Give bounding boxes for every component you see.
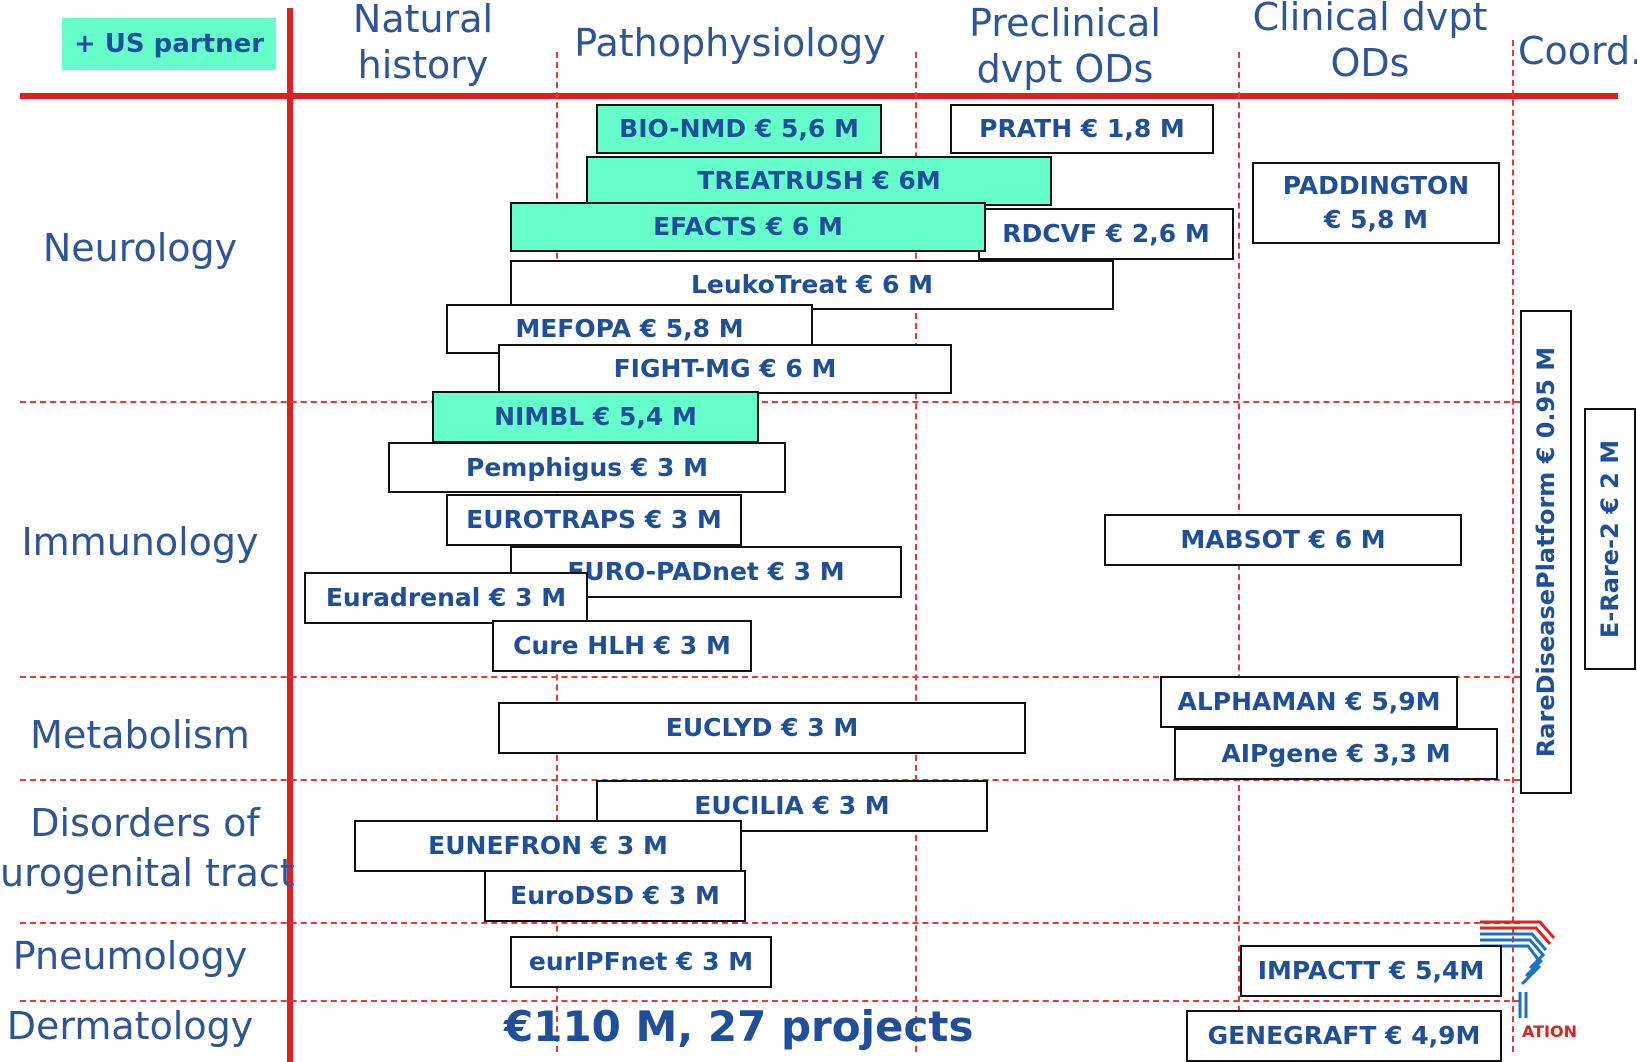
- row-divider: [20, 401, 1520, 403]
- header-natural-history-line2: history: [357, 43, 489, 87]
- project-bio-nmd: BIO-NMD € 5,6 M: [596, 104, 882, 154]
- category-neurology: Neurology: [42, 226, 238, 270]
- project-cure-hlh: Cure HLH € 3 M: [492, 620, 752, 672]
- project-rarediseaseplatform-label: RareDiseasePlatform € 0.95 M: [1532, 346, 1560, 758]
- project-treatrush: TREATRUSH € 6M: [586, 156, 1052, 206]
- category-urogenital-line2: urogenital tract: [0, 851, 295, 895]
- column-divider: [915, 52, 917, 1052]
- project-euradrenal: Euradrenal € 3 M: [304, 572, 588, 624]
- category-dermatology: Dermatology: [6, 1004, 254, 1048]
- category-pneumology: Pneumology: [12, 934, 248, 978]
- header-clinical: Clinical dvpt ODs: [1245, 0, 1495, 86]
- project-euripfnet: eurIPFnet € 3 M: [510, 936, 772, 988]
- project-prath: PRATH € 1,8 M: [950, 104, 1214, 154]
- row-divider: [20, 922, 1520, 924]
- category-immunology: Immunology: [21, 520, 259, 564]
- header-natural-history-line1: Natural: [352, 0, 494, 41]
- project-nimbl: NIMBL € 5,4 M: [432, 391, 759, 443]
- header-coord: Coord.: [1518, 29, 1637, 73]
- header-preclinical-line2: dvpt ODs: [976, 47, 1154, 91]
- category-urogenital: Disorders of urogenital tract: [0, 798, 295, 898]
- project-genegraft: GENEGRAFT € 4,9M: [1186, 1010, 1502, 1062]
- project-alphaman: ALPHAMAN € 5,9M: [1160, 676, 1458, 728]
- eu-logo-text: ATION: [1522, 1022, 1577, 1041]
- project-paddington-line2: € 5,8 M: [1324, 205, 1428, 234]
- category-metabolism: Metabolism: [30, 713, 250, 757]
- header-clinical-line1: Clinical dvpt: [1252, 0, 1488, 39]
- header-preclinical-line1: Preclinical: [969, 1, 1161, 45]
- project-eunefron: EUNEFRON € 3 M: [354, 820, 742, 872]
- row-divider: [20, 676, 1520, 678]
- project-pemphigus: Pemphigus € 3 M: [388, 442, 786, 493]
- header-natural-history: Natural history: [338, 0, 508, 88]
- vertical-axis: [287, 8, 293, 1062]
- project-euclyd: EUCLYD € 3 M: [498, 702, 1026, 754]
- project-fight-mg: FIGHT-MG € 6 M: [498, 344, 952, 394]
- project-rdcvf: RDCVF € 2,6 M: [978, 208, 1234, 260]
- project-erare2-label: E-Rare-2 € 2 M: [1596, 439, 1624, 639]
- project-rarediseaseplatform: RareDiseasePlatform € 0.95 M: [1520, 310, 1572, 794]
- project-eurodsd: EuroDSD € 3 M: [484, 870, 746, 922]
- project-efacts: EFACTS € 6 M: [510, 202, 986, 252]
- header-pathophysiology: Pathophysiology: [574, 21, 886, 65]
- project-paddington-line1: PADDINGTON: [1282, 171, 1470, 200]
- funding-total: €110 M, 27 projects: [504, 1002, 974, 1051]
- eu-logo-graphic: [1480, 920, 1556, 1018]
- header-preclinical: Preclinical dvpt ODs: [940, 0, 1190, 92]
- horizontal-axis: [20, 93, 1618, 99]
- project-eurotraps: EUROTRAPS € 3 M: [446, 494, 742, 546]
- project-paddington: PADDINGTON € 5,8 M: [1252, 162, 1500, 244]
- header-clinical-line2: ODs: [1330, 41, 1410, 85]
- eu-logo: ATION: [1470, 918, 1600, 1048]
- column-divider: [1512, 40, 1514, 1052]
- project-impactt: IMPACTT € 5,4M: [1240, 945, 1502, 997]
- project-erare2: E-Rare-2 € 2 M: [1584, 408, 1636, 670]
- project-mabsot: MABSOT € 6 M: [1104, 514, 1462, 566]
- row-divider: [20, 1000, 1520, 1002]
- project-leukotreat: LeukoTreat € 6 M: [510, 260, 1114, 310]
- project-aipgene: AIPgene € 3,3 M: [1174, 728, 1498, 780]
- us-partner-legend: + US partner: [62, 18, 276, 70]
- category-urogenital-line1: Disorders of: [30, 801, 260, 845]
